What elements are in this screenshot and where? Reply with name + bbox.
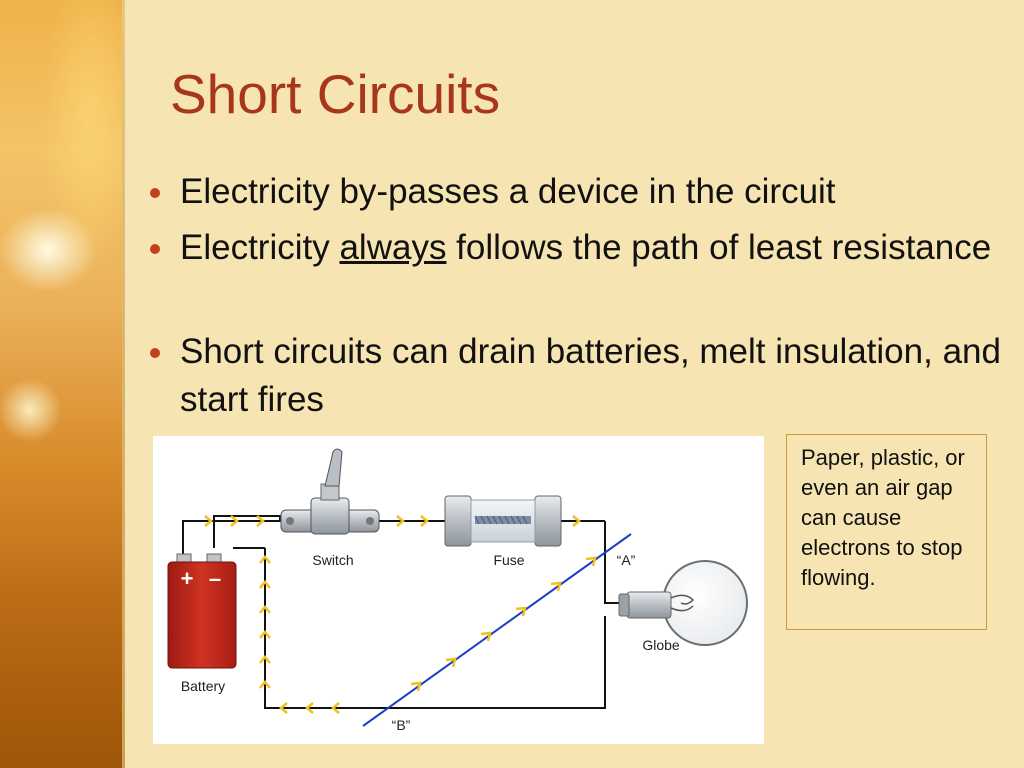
note-box: Paper, plastic, or even an air gap can c… <box>786 434 987 630</box>
sidebar-decoration <box>0 0 122 768</box>
bullet-2: Electricity always follows the path of l… <box>150 224 1010 272</box>
arrow-icon <box>259 680 271 689</box>
arrow-icon <box>305 702 314 714</box>
fuse-icon <box>444 495 562 547</box>
circuit-svg: Switch Fuse “A” Globe <box>167 448 748 733</box>
bullet-1: Electricity by-passes a device in the ci… <box>150 168 1010 216</box>
arrow-icon <box>445 657 457 668</box>
bullet-2-post: follows the path of least resistance <box>446 228 992 267</box>
arrow-icon <box>259 555 271 564</box>
short-circuit-path <box>362 533 632 727</box>
arrow-icon <box>550 581 562 592</box>
arrow-icon <box>256 515 265 527</box>
globe-icon <box>618 560 748 646</box>
wires <box>182 515 627 709</box>
bullet-3: Short circuits can drain batteries, melt… <box>150 328 1010 424</box>
arrow-icon <box>259 580 271 589</box>
arrow-icon <box>572 515 581 527</box>
point-b-label: “B” <box>392 717 411 733</box>
battery-label: Battery <box>181 678 225 694</box>
arrow-icon <box>585 556 597 567</box>
battery-icon <box>167 553 237 669</box>
arrow-icon <box>230 515 239 527</box>
circuit-diagram: Switch Fuse “A” Globe <box>153 436 764 744</box>
bullet-2-emphasis: always <box>339 228 447 267</box>
bullet-3-text: Short circuits can drain batteries, melt… <box>180 332 1001 419</box>
arrow-icon <box>204 515 213 527</box>
bullet-dot-icon <box>150 244 160 254</box>
arrow-icon <box>515 606 527 617</box>
battery-minus-label: – <box>209 566 221 591</box>
switch-icon <box>280 448 380 535</box>
point-a-label: “A” <box>617 552 636 568</box>
wire-return <box>264 548 606 709</box>
bullet-1-text: Electricity by-passes a device in the ci… <box>180 172 836 211</box>
bullet-dot-icon <box>150 188 160 198</box>
arrow-icon <box>410 681 422 692</box>
arrow-icon <box>259 605 271 614</box>
bullet-dot-icon <box>150 348 160 358</box>
arrow-icon <box>331 702 340 714</box>
sidebar-edge <box>122 0 125 768</box>
arrow-icon <box>259 630 271 639</box>
arrow-icon <box>396 515 405 527</box>
arrow-icon <box>420 515 429 527</box>
note-text: Paper, plastic, or even an air gap can c… <box>801 445 965 590</box>
switch-label: Switch <box>312 552 353 568</box>
globe-label: Globe <box>642 637 680 653</box>
slide-title: Short Circuits <box>170 63 501 125</box>
battery-plus-label: + <box>181 566 194 591</box>
arrow-icon <box>480 631 492 642</box>
wire-battery-positive-top <box>182 520 293 558</box>
wire-battery-negative <box>213 515 281 548</box>
flow-arrows <box>204 515 581 714</box>
arrow-icon <box>259 655 271 664</box>
arrow-icon <box>279 702 288 714</box>
bullet-2-pre: Electricity <box>180 228 340 267</box>
fuse-label: Fuse <box>493 552 524 568</box>
